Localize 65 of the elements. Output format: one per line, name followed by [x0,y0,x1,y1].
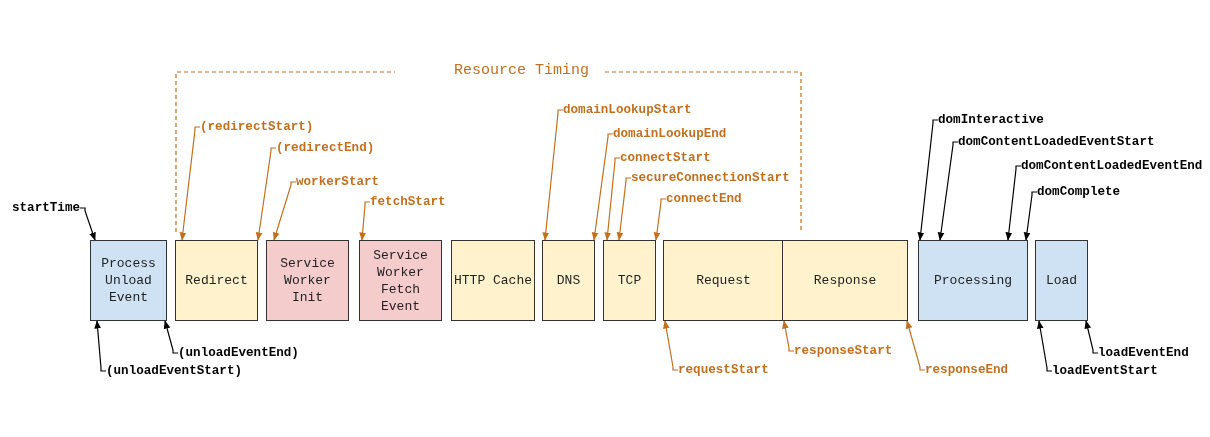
phase-box [782,240,908,321]
timing-label: (unloadEventStart) [106,363,243,379]
timing-label: (unloadEventEnd) [178,345,299,361]
phase-box [359,240,442,321]
phase-label: Response [813,272,877,289]
leader-arrow [163,320,179,354]
leader-arrow [179,126,201,241]
phase-label: DNS [556,272,581,289]
leader-arrow [359,201,371,241]
phase-box [266,240,349,321]
timing-label: connectStart [620,150,711,166]
leader-arrow [604,157,621,241]
leader-arrow [905,320,926,371]
timing-label: connectEnd [666,191,742,207]
timing-label: responseStart [794,343,893,359]
phase-label: HTTP Cache [454,272,532,289]
leader-arrow [616,177,632,241]
leader-arrow [79,207,96,241]
phase-label: TCP [617,272,642,289]
phase-box [542,240,595,321]
phase-label: Process Unload Event [100,255,157,306]
timing-label: (redirectEnd) [276,140,375,156]
phase-label: Redirect [185,272,248,289]
leader-arrow [255,147,277,241]
leader-arrow [937,141,959,241]
timing-label: domainLookupEnd [613,126,727,142]
bracket-label: Resource Timing [454,62,590,79]
phase-box [663,240,784,321]
timing-label: loadEventEnd [1098,345,1189,361]
timing-label: domComplete [1037,184,1121,200]
timing-label: domContentLoadedEventStart [958,134,1155,150]
phase-box [1035,240,1088,321]
timing-label: (redirectStart) [200,119,314,135]
phase-box [918,240,1028,321]
timing-label: requestStart [678,362,769,378]
phase-box [451,240,535,321]
timing-label: responseEnd [925,362,1009,378]
leader-arrow [1023,191,1038,241]
leader-arrow [1084,320,1099,354]
leader-arrow [782,320,795,352]
timing-label: fetchStart [370,194,446,210]
leader-arrow [273,181,297,241]
leader-arrow [663,320,679,371]
leader-arrow [542,109,564,241]
timing-label: domContentLoadedEventEnd [1021,158,1203,174]
timing-label: domainLookupStart [563,102,692,118]
phase-box [175,240,258,321]
leader-arrow [653,198,667,241]
phase-label: Load [1045,272,1078,289]
phase-label: Service Worker Init [279,255,336,306]
phase-box [603,240,656,321]
leader-arrow [591,133,614,241]
phase-label: Processing [934,272,1012,289]
timing-label: domInteractive [938,112,1044,128]
leader-arrow [1036,320,1053,372]
timing-label: startTime [12,200,81,216]
phase-label: Request [696,272,751,289]
timing-label: secureConnectionStart [631,170,790,186]
timing-label: workerStart [296,174,380,190]
leader-arrow [1005,165,1022,241]
leader-arrow [94,320,107,372]
phase-label: Service Worker Fetch Event [372,246,429,315]
timing-label: loadEventStart [1052,363,1158,379]
leader-arrow [917,119,939,241]
phase-box [90,240,167,321]
